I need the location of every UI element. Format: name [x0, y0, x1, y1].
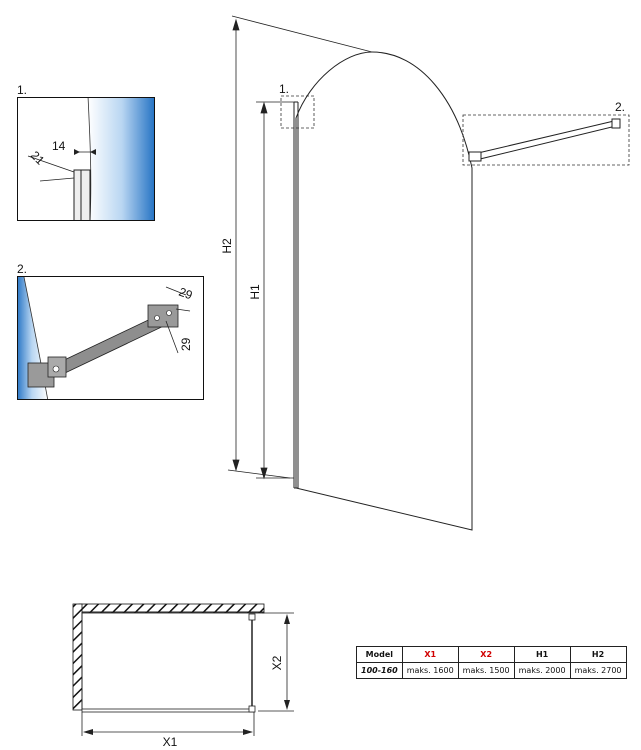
detail-1-dim-a: 21	[28, 148, 48, 168]
header-x2: X2	[457, 646, 515, 663]
detail-1-dim-b: 14	[52, 139, 66, 153]
detail-1-marker-box	[280, 95, 315, 129]
stabilizer-bar	[468, 118, 621, 162]
detail-1-drawing: 21 14	[27, 98, 154, 220]
table-row: 100-160 maks. 1600 maks. 1500 maks. 2000…	[356, 662, 627, 679]
spec-table: Model X1 X2 H1 H2 100-160 maks. 1600 mak…	[356, 646, 627, 679]
cell-h2: maks. 2700	[569, 662, 627, 679]
h1-dimension	[256, 101, 294, 480]
x2-label: X2	[270, 655, 284, 670]
spec-table-header-row: Model X1 X2 H1 H2	[356, 646, 627, 663]
main-callout-2: 2.	[615, 100, 625, 114]
h2-label: H2	[220, 238, 234, 254]
cell-x1: maks. 1600	[401, 662, 459, 679]
header-h1: H1	[513, 646, 571, 663]
plan-view	[72, 603, 294, 736]
detail-2-marker-box	[462, 114, 630, 166]
detail-2-drawing: 29 29	[18, 277, 195, 399]
main-callout-1: 1.	[279, 82, 289, 96]
h2-dimension	[227, 15, 373, 479]
cell-model: 100-160	[356, 662, 403, 679]
x1-label: X1	[163, 735, 178, 749]
header-h2: H2	[569, 646, 627, 663]
detail-1-label: 1.	[17, 83, 28, 97]
header-model: Model	[356, 646, 403, 663]
detail-1-panel: 21 14	[17, 97, 155, 221]
detail-2-panel: 29 29	[17, 276, 204, 400]
cell-x2: maks. 1500	[457, 662, 515, 679]
cell-h1: maks. 2000	[513, 662, 571, 679]
header-x1: X1	[401, 646, 459, 663]
detail-2-dim-a: 29	[177, 285, 195, 303]
detail-2-dim-b: 29	[179, 337, 193, 351]
detail-2-label: 2.	[17, 262, 28, 276]
h1-label: H1	[248, 284, 262, 300]
wall-profile	[293, 101, 299, 489]
glass-panel	[295, 51, 473, 531]
